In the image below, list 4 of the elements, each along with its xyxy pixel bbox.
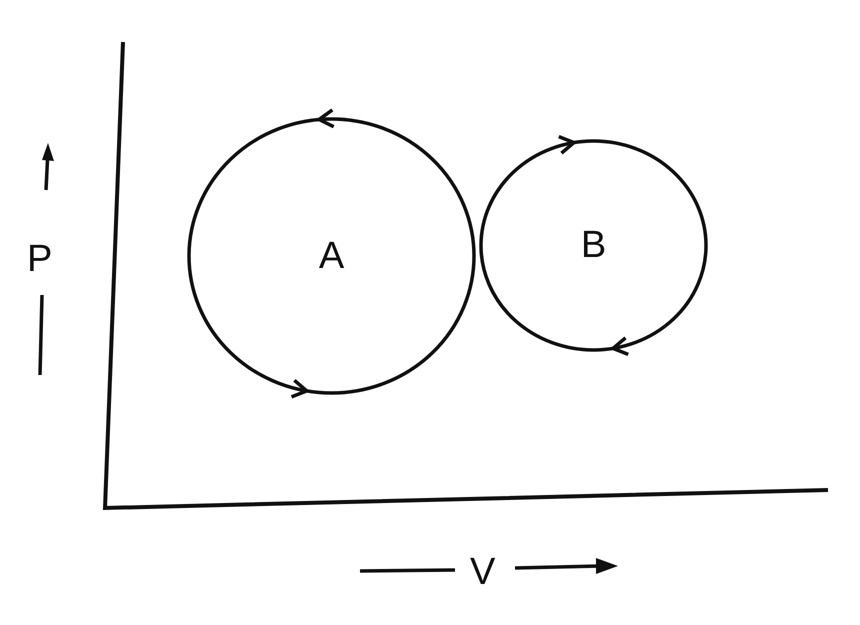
cycle-label: B — [580, 224, 606, 267]
axis-label: P — [27, 240, 52, 278]
cycle-label: A — [318, 234, 344, 278]
axis-label: V — [470, 553, 496, 591]
